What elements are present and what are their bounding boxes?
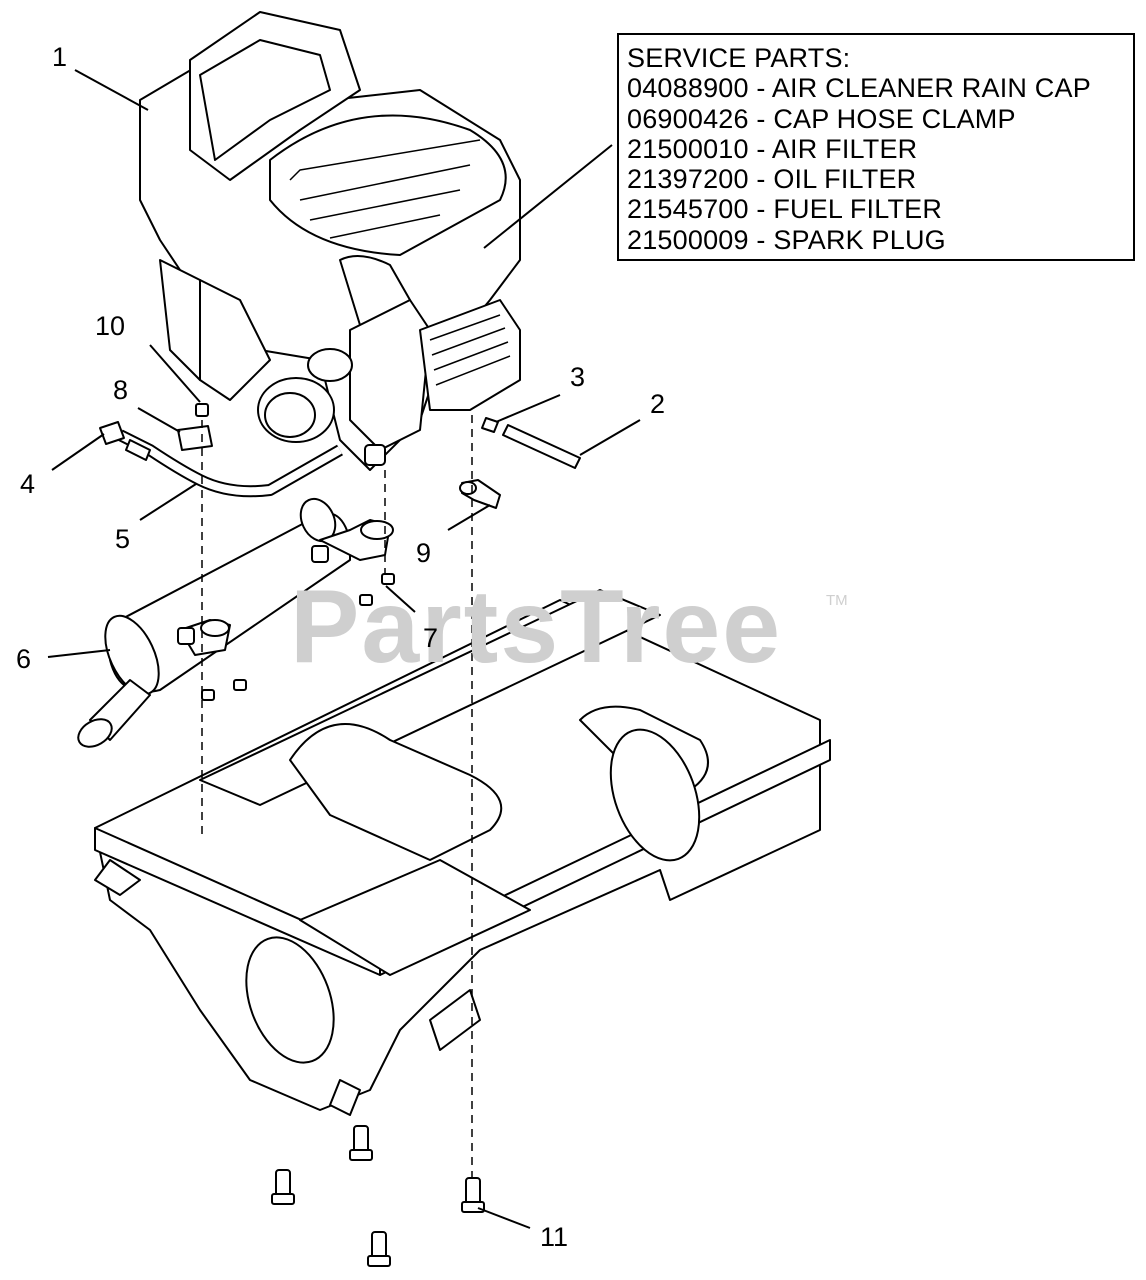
service-part-item: 06900426 - CAP HOSE CLAMP [627,103,1016,134]
frame-bolts [271,1125,485,1267]
trademark-mark: TM [826,592,848,609]
callout-1: 1 [52,42,68,72]
watermark: PartsTree [290,569,783,685]
service-part-item: 21397200 - OIL FILTER [627,164,917,195]
callout-2: 2 [650,389,666,419]
service-part-item: 21500009 - SPARK PLUG [627,224,946,255]
callout-4: 4 [20,469,36,499]
engine [139,11,521,471]
callout-6: 6 [16,644,32,674]
service-part-item: 04088900 - AIR CLEANER RAIN CAP [627,73,1091,104]
fuel-line [99,403,343,498]
chassis-frame [94,589,831,1116]
muffler [77,497,394,748]
callout-5: 5 [115,524,131,554]
service-part-item: 21545700 - FUEL FILTER [627,194,943,225]
service-parts-box: SERVICE PARTS: 04088900 - AIR CLEANER RA… [617,33,1135,261]
exhaust-nuts [201,573,395,701]
callout-9: 9 [416,538,432,568]
callout-10: 10 [95,311,126,341]
small-parts [459,417,581,509]
alignment-lines [201,415,473,1180]
callout-7: 7 [423,623,439,653]
service-parts-title: SERVICE PARTS: [627,43,851,73]
callout-8: 8 [113,375,129,405]
callout-11: 11 [540,1222,569,1252]
service-part-item: 21500010 - AIR FILTER [627,133,918,164]
callout-3: 3 [570,362,586,392]
leader-lines [47,69,641,1229]
